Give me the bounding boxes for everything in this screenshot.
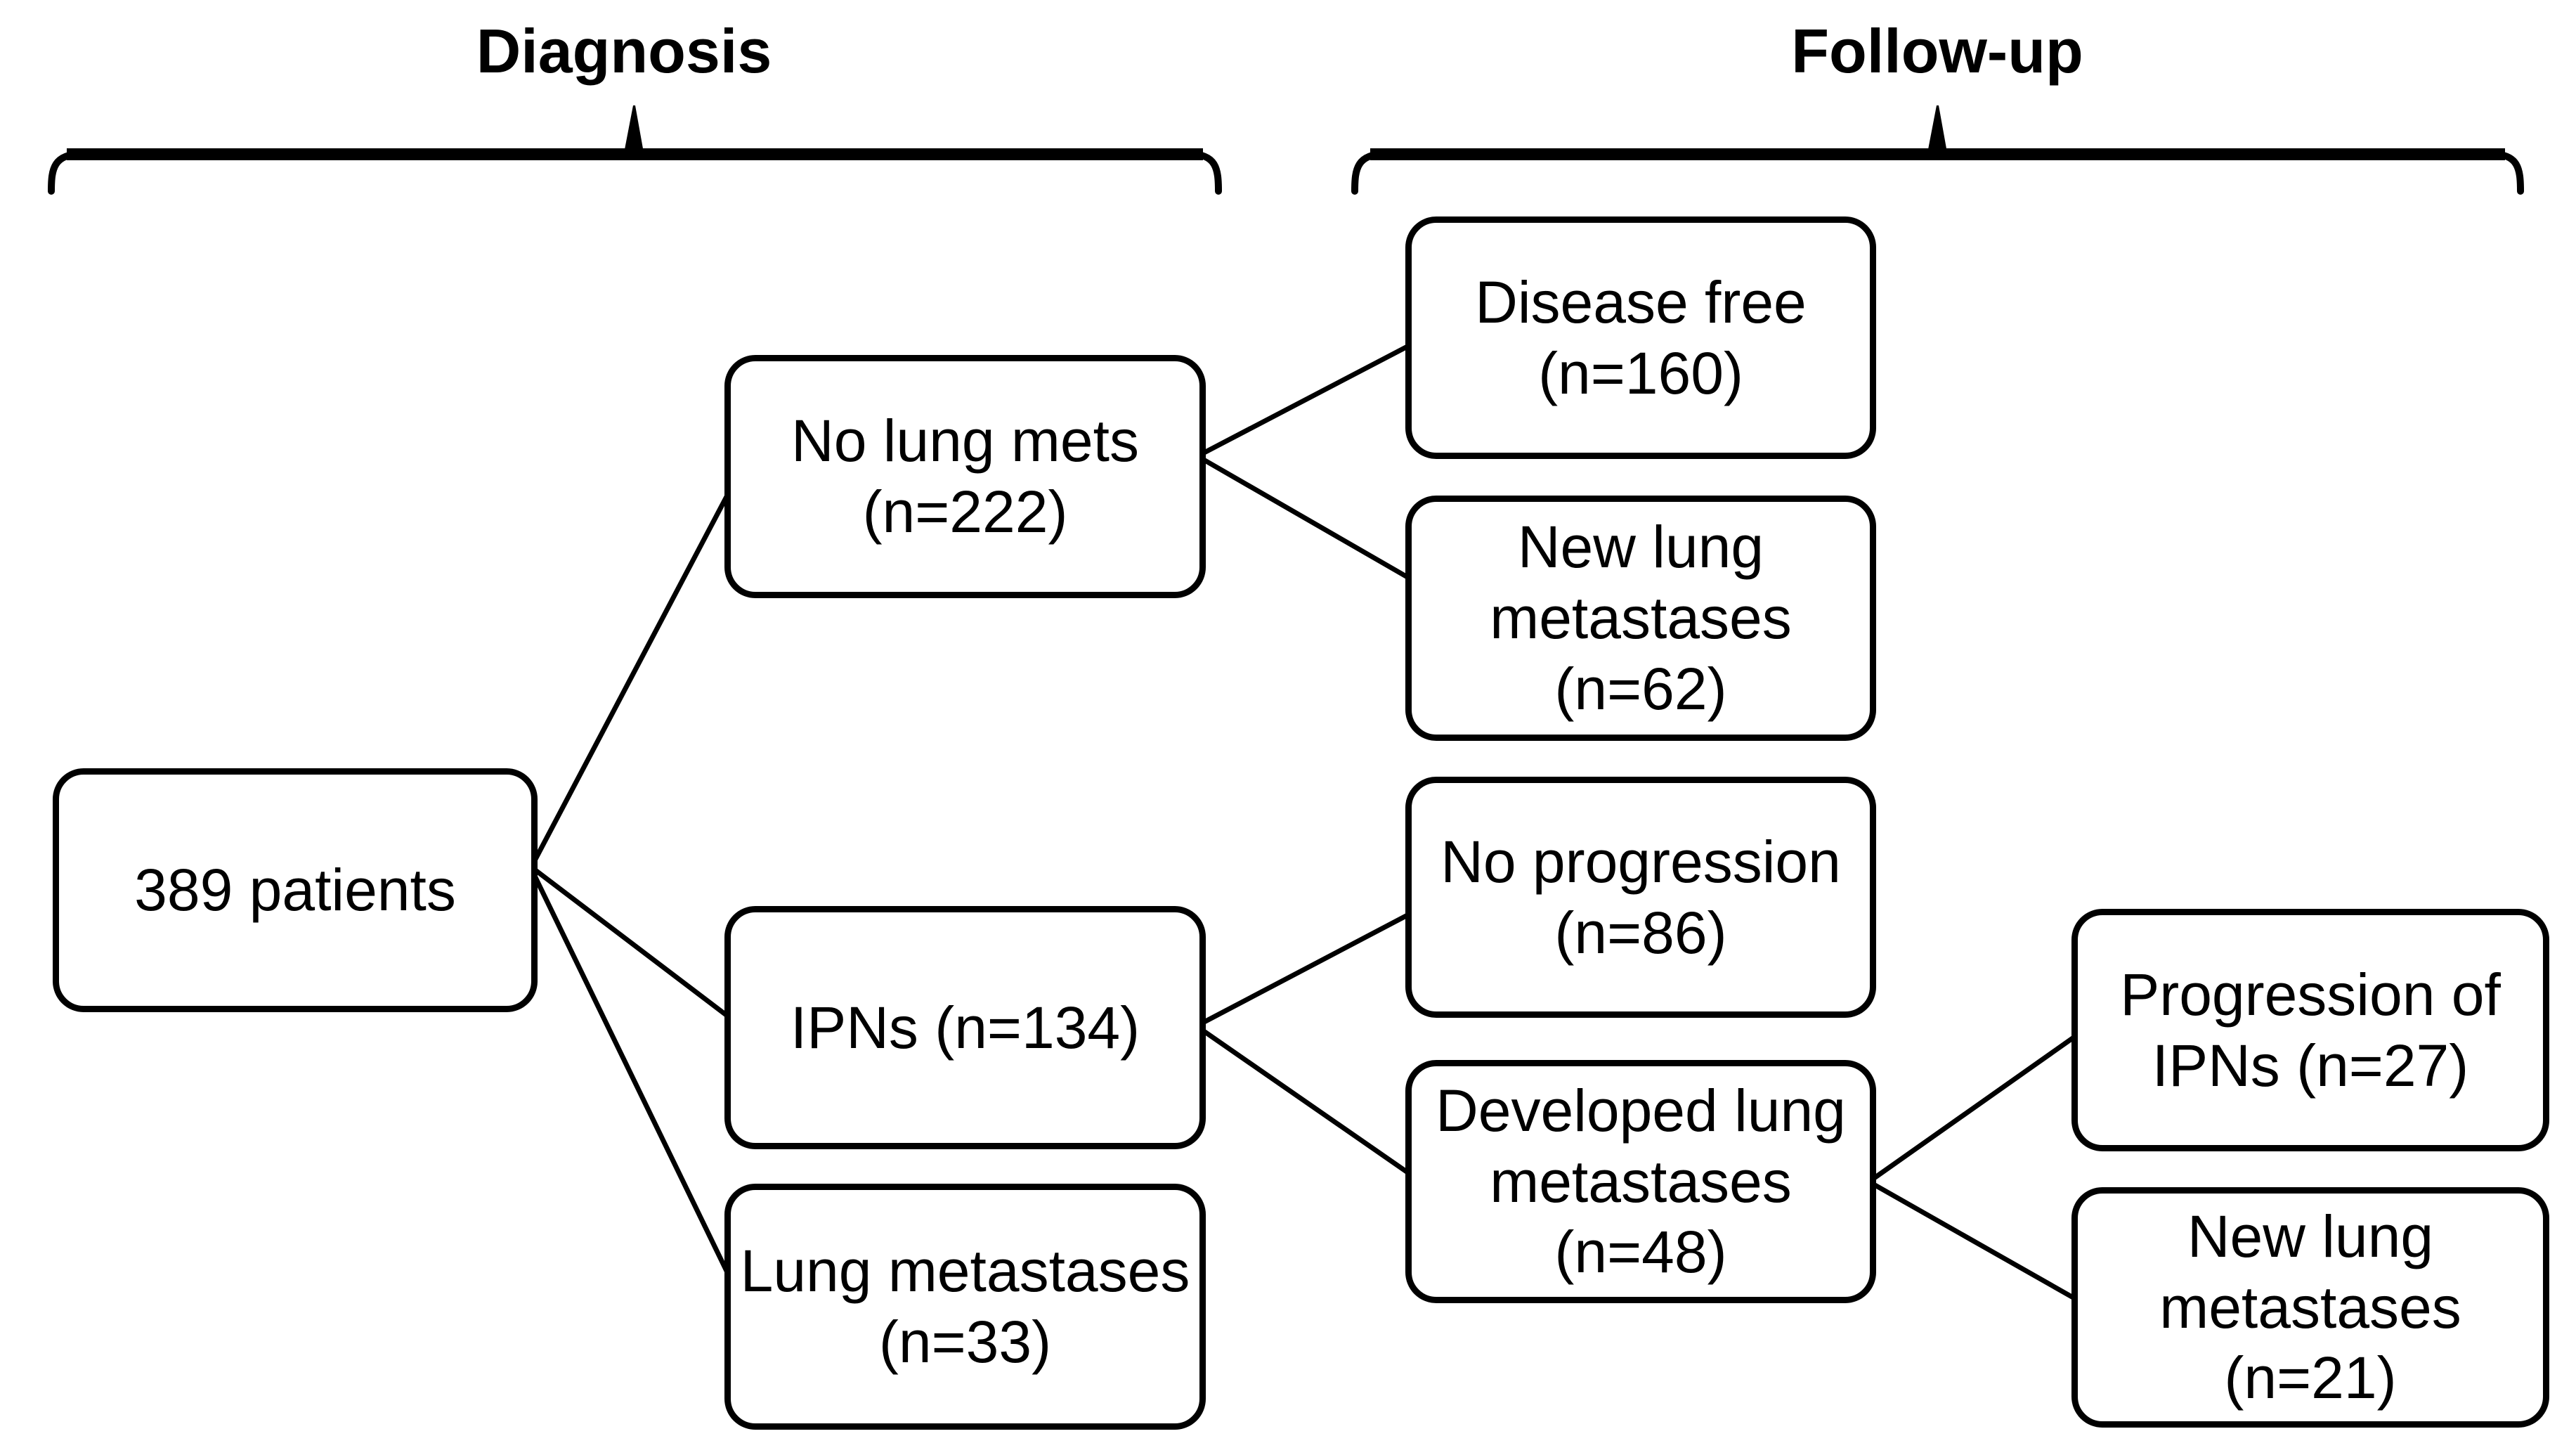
node-ipns: IPNs (n=134) — [724, 906, 1206, 1149]
node-lung-metastases: Lung metastases (n=33) — [724, 1184, 1206, 1430]
followup-brace — [1351, 105, 2524, 195]
node-no-lung-mets: No lung mets (n=222) — [724, 355, 1206, 598]
diagnosis-section-header: Diagnosis — [476, 16, 772, 86]
node-disease-free: Disease free (n=160) — [1405, 216, 1876, 459]
edge-no-lung-mets-to-disease-free — [1196, 337, 1424, 458]
edge-patients-to-no-lung-mets — [530, 475, 739, 867]
edge-developed-to-progression-ipns — [1868, 1026, 2088, 1183]
followup-section-header: Follow-up — [1791, 16, 2083, 86]
edge-ipns-to-developed-lung-mets — [1196, 1025, 1424, 1184]
edge-no-lung-mets-to-new-lung-mets-fu — [1196, 454, 1424, 588]
node-389-patients: 389 patients — [53, 768, 538, 1012]
edge-developed-to-new-lung-mets-late — [1868, 1180, 2088, 1307]
node-new-lung-metastases-late: New lung metastases (n=21) — [2071, 1187, 2549, 1428]
edge-ipns-to-no-progression — [1196, 905, 1424, 1028]
diagnosis-brace — [48, 105, 1222, 195]
node-no-progression: No progression (n=86) — [1405, 777, 1876, 1018]
node-new-lung-metastases-followup: New lung metastases (n=62) — [1405, 496, 1876, 741]
edge-patients-to-ipns — [530, 865, 739, 1026]
node-progression-of-ipns: Progression of IPNs (n=27) — [2071, 909, 2549, 1151]
node-developed-lung-metastases: Developed lung metastases (n=48) — [1405, 1060, 1876, 1303]
edge-patients-to-lung-mets — [530, 869, 739, 1294]
